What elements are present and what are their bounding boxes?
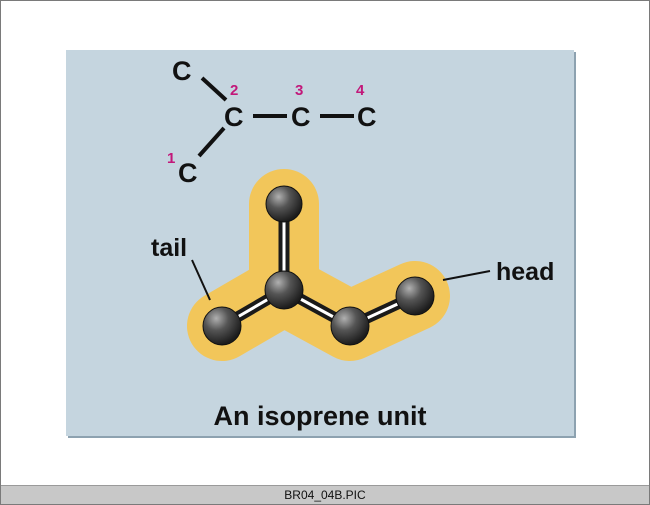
carbon-number-3: 3 (295, 82, 303, 99)
atom-c-top: C (172, 56, 192, 86)
status-filename: BR04_04B.PIC (284, 488, 366, 502)
diagram-caption: An isoprene unit (213, 401, 426, 431)
bond-c2-c-top (200, 76, 228, 102)
carbon-number-1: 1 (167, 150, 175, 167)
carbon-number-4: 4 (356, 82, 365, 99)
atom-c4: C (357, 102, 377, 132)
head-label: head (496, 258, 554, 286)
ball-c4-head (395, 276, 435, 316)
tail-label: tail (151, 234, 187, 262)
ball-and-stick-model (187, 169, 450, 361)
status-bar: BR04_04B.PIC (1, 485, 649, 504)
ball-c1-tail (202, 306, 242, 346)
atom-c2: C (224, 102, 244, 132)
ball-c2 (264, 270, 304, 310)
bond-c2-c1 (197, 126, 226, 158)
tail-leader-line (191, 259, 211, 301)
skeletal-structure: C C C C C 1 2 3 4 (167, 56, 377, 188)
carbon-number-2: 2 (230, 82, 238, 99)
ball-c-top (265, 185, 303, 223)
ball-c3 (330, 306, 370, 346)
atom-c3: C (291, 102, 311, 132)
head-leader-line (442, 270, 491, 281)
atom-c1: C (178, 158, 198, 188)
callouts: tail head (151, 234, 554, 301)
